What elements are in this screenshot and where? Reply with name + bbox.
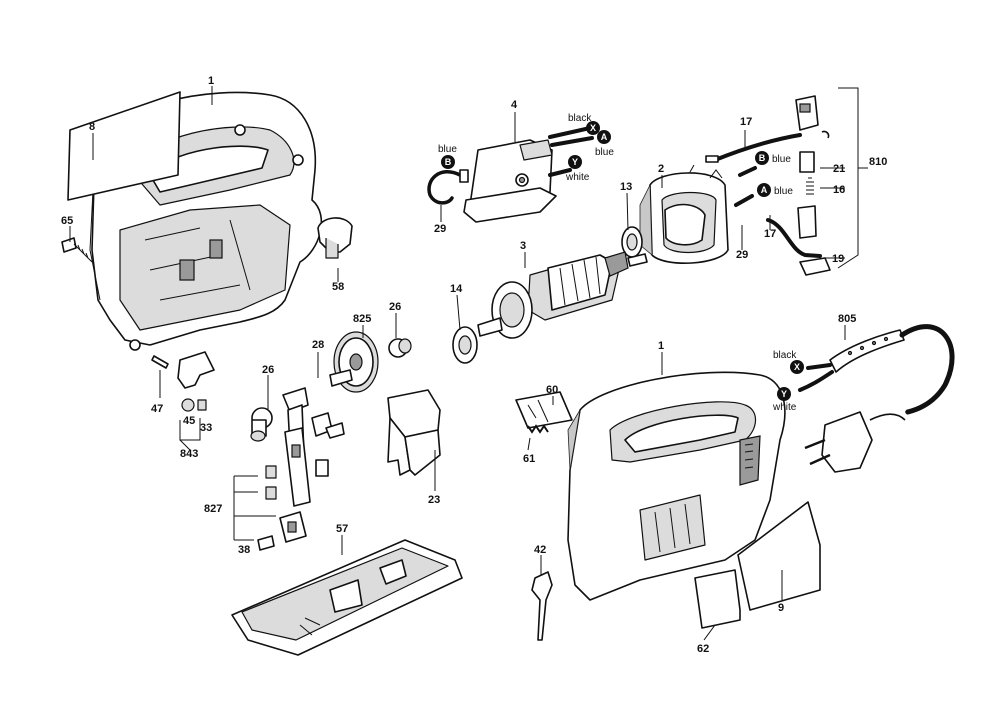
stator-2 [639,164,729,264]
wire-label-white-top: white [565,172,590,183]
part-number: 47 [151,403,163,415]
lead-black [548,126,592,139]
bushing-26-left [250,407,273,442]
wire-label-white-cord: white [772,402,797,413]
part-number: 825 [353,313,371,325]
part-number: 13 [620,181,632,193]
svg-text:B: B [759,153,766,163]
svg-text:X: X [794,362,800,372]
blade-clamp-42 [531,571,553,641]
svg-text:A: A [761,185,768,195]
part-number: 65 [61,215,73,227]
cap-58 [317,217,353,259]
power-cord-805 [798,324,955,415]
part-number: 810 [869,156,887,168]
decal-8 [67,91,181,201]
part-number: 827 [204,503,222,515]
wire-29-right-b [734,194,754,207]
badge-y-top: Y [568,155,582,169]
part-number: 2 [658,163,664,175]
lead-white-top [548,168,572,177]
svg-text:Y: Y [781,389,787,399]
part-number: 8 [89,121,95,133]
svg-text:B: B [445,157,452,167]
wire-label-blue-left: blue [438,144,457,155]
part-number: 60 [546,384,558,396]
part-number: 3 [520,240,526,252]
wire-17-term-a [705,155,719,163]
wire-label-black-cord: black [773,350,797,361]
part-number: 28 [312,339,324,351]
part-number: 45 [183,415,195,427]
wire-17-bottom [766,218,822,258]
bushing-26-top [388,338,412,358]
decal-9 [737,501,821,611]
wire-label-blue-29: blue [774,186,793,197]
part-number: 16 [833,184,845,196]
part-number: 29 [736,249,748,261]
wire-label-blue-top: blue [595,147,614,158]
armature-3 [477,251,648,339]
part-number: 42 [534,544,546,556]
wire-29-terminal [459,169,469,183]
part-number: 805 [838,313,856,325]
bearing-14 [452,326,478,364]
part-number: 61 [523,453,535,465]
wire-29-left [427,170,462,205]
badge-a-top: A [597,130,611,144]
pin-47 [151,355,169,369]
svg-text:Y: Y [572,157,578,167]
part-number: 23 [428,494,440,506]
lead-blue-top [550,136,594,147]
decal-62 [694,569,741,629]
screw-65 [61,237,93,263]
part-number: 19 [832,253,844,265]
part-number: 17 [764,228,776,240]
svg-text:A: A [601,132,608,142]
part-number: 21 [833,163,845,175]
gear-825 [329,331,379,393]
wire-label-black-top: black [568,113,592,124]
switch-4 [463,139,557,223]
leader-lines [69,86,846,641]
badge-a-right: A [757,183,771,197]
badge-x-top: X [586,121,600,135]
wire-17-top [713,133,802,162]
wire-label-blue-17: blue [772,154,791,165]
baseplate-57 [231,539,463,656]
part-number: 14 [450,283,463,295]
part-number: 57 [336,523,348,535]
power-plug [804,411,906,473]
part-number: 1 [208,75,214,87]
badge-b-right: B [755,151,769,165]
part-number: 58 [332,281,344,293]
blocks-827 [233,465,307,551]
part-number: 843 [180,448,198,460]
part-number: 33 [200,422,212,434]
part-number: 26 [389,301,401,313]
part-number: 9 [778,602,784,614]
lever-843 [177,351,215,412]
brush-holder-810 [795,95,831,276]
wire-29-right-a [738,166,757,177]
plunger-28 [282,387,345,507]
part-number: 17 [740,116,752,128]
badge-b-left: B [441,155,455,169]
part-number: 1 [658,340,664,352]
badge-x-cord: X [790,360,804,374]
guide-23 [387,389,441,476]
plug-60 [515,391,573,429]
badge-y-cord: Y [777,387,791,401]
part-number: 4 [511,99,518,111]
svg-text:X: X [590,123,596,133]
part-number: 38 [238,544,250,556]
housing-assembled [567,371,786,601]
part-number: 26 [262,364,274,376]
part-number: 29 [434,223,446,235]
bracket-810 [837,87,868,269]
spring-61 [527,424,549,434]
part-number: 62 [697,643,709,655]
